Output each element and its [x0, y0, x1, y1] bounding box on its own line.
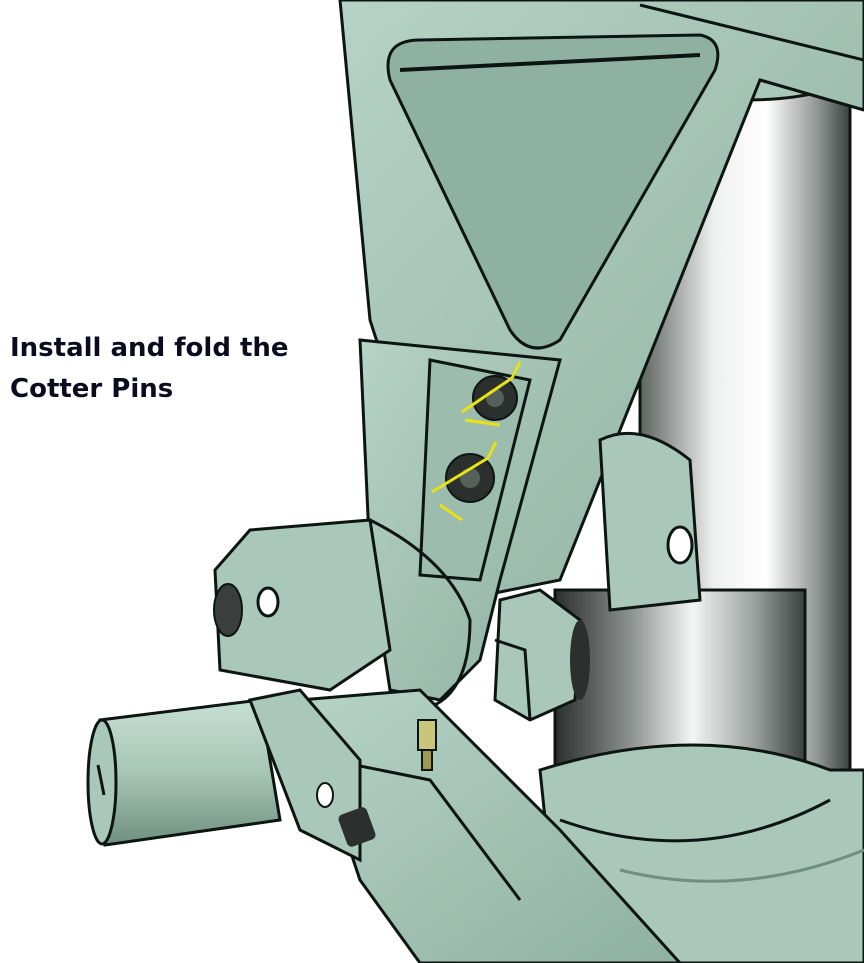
instruction-caption: Install and fold the Cotter Pins	[10, 328, 350, 410]
castle-nut-upper	[472, 375, 518, 421]
axle	[86, 688, 362, 863]
side-bracket	[598, 431, 702, 612]
cotter-pin-upper	[461, 361, 522, 427]
grease-fitting	[417, 719, 437, 771]
lower-arm	[297, 688, 683, 963]
hex-bolt	[493, 588, 590, 722]
side-nut	[213, 583, 243, 637]
instruction-line-1: Install and fold the	[10, 333, 289, 363]
castle-nut-lower	[445, 453, 495, 503]
jam-nut	[338, 807, 376, 847]
instruction-line-2: Cotter Pins	[10, 374, 174, 404]
cotter-pin-lower	[431, 441, 498, 522]
